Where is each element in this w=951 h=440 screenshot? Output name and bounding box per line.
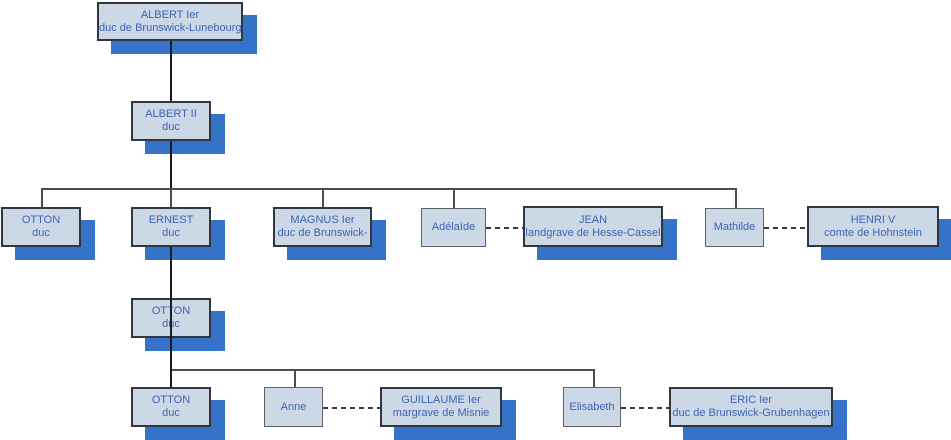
connector-trunk-albert1-albert2 <box>170 41 172 101</box>
tree-node-elisabeth[interactable]: Elisabeth <box>563 387 621 427</box>
connector-drop-ernest <box>170 188 172 207</box>
node-name: Elisabeth <box>569 400 615 413</box>
node-name: ALBERT Ier <box>140 8 200 21</box>
connector-marriage-mathilde-henri5 <box>764 227 807 229</box>
node-name: ERIC Ier <box>729 394 773 406</box>
node-subtitle: duc <box>32 227 50 239</box>
node-subtitle: duc <box>162 227 180 239</box>
node-subtitle: duc <box>162 121 180 133</box>
node-subtitle: duc de Brunswick- <box>277 227 368 239</box>
connector-trunk-ernest-gen5 <box>170 247 172 369</box>
tree-node-adelaide[interactable]: Adélaïde <box>421 208 486 247</box>
node-name: ERNEST <box>148 214 194 226</box>
node-subtitle: duc de Brunswick-Lunebourg <box>99 21 242 34</box>
node-name: Mathilde <box>713 221 756 233</box>
node-name: GUILLAUME Ier <box>401 394 481 406</box>
node-subtitle: margrave de Misnie <box>392 407 490 419</box>
node-subtitle: duc <box>162 407 180 419</box>
node-name: OTTON <box>21 214 61 226</box>
connector-drop-adelaide <box>453 188 455 208</box>
node-subtitle: duc de Brunswick-Grubenhagen <box>672 407 830 419</box>
connector-drop-otton-a <box>41 188 43 207</box>
connector-drop-elisabeth <box>593 369 595 387</box>
connector-gen3-sibling-bar <box>41 188 735 190</box>
node-name: HENRI V <box>850 213 896 226</box>
connector-drop-mathilde <box>735 188 737 208</box>
connector-drop-anne <box>294 369 296 387</box>
tree-node-anne[interactable]: Anne <box>264 387 323 427</box>
connector-marriage-elisabeth-eric <box>621 407 669 409</box>
connector-marriage-adelaide-jean <box>486 227 523 229</box>
connector-drop-otton-c <box>170 369 172 387</box>
node-name: ALBERT II <box>145 108 197 120</box>
node-name: Anne <box>280 400 307 413</box>
node-name: JEAN <box>578 213 608 226</box>
connector-trunk-albert2-gen3 <box>170 141 172 188</box>
node-subtitle: comte de Hohnstein <box>824 226 922 239</box>
node-name: MAGNUS Ier <box>290 214 355 226</box>
node-name: Adélaïde <box>431 221 476 233</box>
node-subtitle: landgrave de Hesse-Cassel <box>525 226 661 239</box>
connector-gen5-sibling-bar <box>170 369 593 371</box>
tree-node-mathilde[interactable]: Mathilde <box>705 208 764 247</box>
connector-marriage-anne-guillaume <box>323 407 380 409</box>
node-name: OTTON <box>151 394 191 406</box>
connector-drop-magnus <box>322 188 324 207</box>
